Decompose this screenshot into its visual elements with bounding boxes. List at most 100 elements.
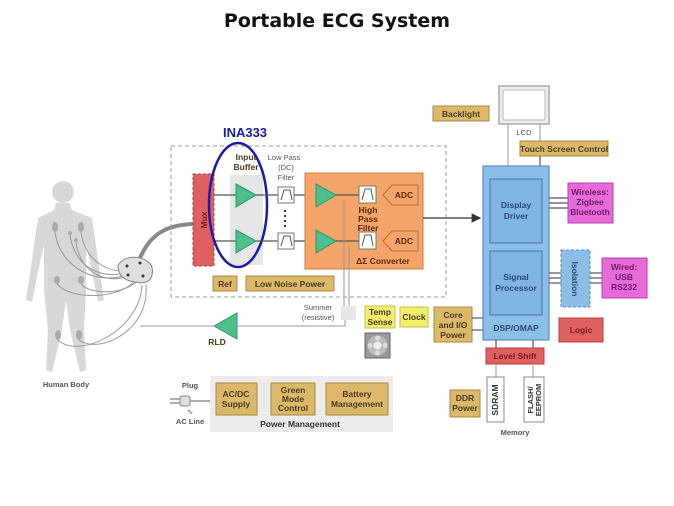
buffer-amp-top <box>235 183 258 208</box>
ref-label: Ref <box>218 279 232 289</box>
wireless-block[interactable] <box>567 182 614 224</box>
ddr-power-label-2: Power <box>452 403 478 413</box>
battery-label-2: Management <box>331 399 383 409</box>
plug-label: Plug <box>182 381 199 390</box>
low-noise-power-block[interactable] <box>245 275 335 292</box>
low-noise-power-label: Low Noise Power <box>255 279 326 289</box>
ac-symbol: ∿ <box>187 407 193 416</box>
page-title: Portable ECG System <box>223 10 451 32</box>
touch-screen-control-block[interactable] <box>519 140 609 157</box>
temp-sense-block[interactable] <box>364 305 396 329</box>
core-io-power-label-1: Core <box>443 310 463 320</box>
mux-label: Mux <box>199 211 209 228</box>
pga-amp-bottom <box>315 229 338 254</box>
temp-sense-label-1: Temp <box>369 307 391 317</box>
adc-bottom-label: ADC <box>395 236 413 246</box>
flash-eeprom-block[interactable] <box>523 376 545 423</box>
level-shift-block[interactable] <box>485 347 545 365</box>
backlight-block[interactable] <box>432 105 490 122</box>
flash-label-2: EEPROM <box>534 384 543 417</box>
clock-label: Clock <box>402 312 425 322</box>
temp-sense-label-2: Sense <box>367 317 392 327</box>
green-mode-label-3: Control <box>278 403 308 413</box>
lpf-label-2: (DC) <box>278 163 294 172</box>
signal-processor-label-2: Processor <box>495 283 537 293</box>
adc-top-label: ADC <box>395 190 413 200</box>
hpf-label-2: Pass <box>358 214 378 224</box>
green-mode-label-2: Mode <box>282 394 304 404</box>
logic-block[interactable] <box>558 317 604 343</box>
lpf-top <box>277 186 295 204</box>
level-shift-label: Level Shift <box>494 351 537 361</box>
green-mode-label-1: Green <box>281 385 306 395</box>
ina333-label: INA333 <box>223 125 267 140</box>
core-io-power-label-3: Power <box>440 330 466 340</box>
summer-label-1: Summer <box>304 303 333 312</box>
green-mode-control-block[interactable] <box>270 382 316 416</box>
backlight-label: Backlight <box>442 109 480 119</box>
signal-processor-label-1: Signal <box>503 272 529 282</box>
sdram-block[interactable] <box>486 376 505 423</box>
hpf-bottom <box>358 231 377 250</box>
electrode-hub <box>117 256 153 284</box>
wireless-label-3: Bluetooth <box>570 207 610 217</box>
logic-label: Logic <box>570 325 593 335</box>
isolation-block[interactable] <box>560 249 591 308</box>
display-driver-label-2: Driver <box>504 211 529 221</box>
hub-cable <box>138 222 194 259</box>
lcd-label: LCD <box>516 128 532 137</box>
lpf-label-3: Filter <box>278 173 295 182</box>
lpf-label-1: Low Pass <box>268 153 301 162</box>
isolation-label: Isolation <box>570 262 580 297</box>
wired-block[interactable] <box>601 257 648 299</box>
wireless-label-2: Zigbee <box>576 197 604 207</box>
ellipsis-dots <box>284 210 286 227</box>
adc-top <box>382 184 419 206</box>
wired-label-2: USB <box>615 272 633 282</box>
signal-processor-block[interactable] <box>489 250 543 316</box>
battery-label-1: Battery <box>342 389 372 399</box>
summer-label-2: (resistive) <box>302 313 335 322</box>
buffer-amp-bottom <box>235 229 258 254</box>
clock-block[interactable] <box>399 306 429 328</box>
ref-block[interactable] <box>212 275 238 292</box>
ac-dc-label-2: Supply <box>222 399 251 409</box>
lpf-bottom <box>277 232 295 250</box>
ac-dc-supply-block[interactable] <box>215 382 258 416</box>
ddr-power-block[interactable] <box>449 389 481 418</box>
hpf-label-3: Filter <box>358 223 379 233</box>
plug-icon <box>170 395 210 407</box>
rld-label: RLD <box>208 337 225 347</box>
ac-line-label: AC Line <box>176 417 204 426</box>
dsp-omap-label: DSP/OMAP <box>493 323 539 333</box>
wired-label-3: RS232 <box>611 282 637 292</box>
input-buffer-label-2: Buffer <box>233 162 259 172</box>
display-driver-block[interactable] <box>489 178 543 244</box>
pga-amp-top <box>315 183 338 208</box>
ddr-power-label-1: DDR <box>456 393 474 403</box>
rld-amp <box>212 312 238 340</box>
analog-front-end-box <box>170 145 447 298</box>
memory-label: Memory <box>501 428 531 437</box>
converter-label: ΔΣ Converter <box>356 256 410 266</box>
fan-icon <box>364 332 391 359</box>
summer-block <box>341 306 356 320</box>
core-io-power-label-2: and I/O <box>439 320 468 330</box>
input-buffer-label-1: Input <box>236 152 257 162</box>
wired-label-1: Wired: <box>611 262 638 272</box>
core-io-power-block[interactable] <box>433 306 473 343</box>
power-management-label: Power Management <box>260 419 340 429</box>
hpf-label-1: High <box>359 205 378 215</box>
display-driver-label-1: Display <box>501 200 532 210</box>
hpf-top <box>358 185 377 204</box>
wireless-label-1: Wireless: <box>571 187 609 197</box>
ac-dc-label-1: AC/DC <box>223 389 250 399</box>
human-body-label: Human Body <box>43 380 90 389</box>
sdram-label: SDRAM <box>490 384 500 415</box>
touch-screen-control-label: Touch Screen Control <box>520 144 608 154</box>
adc-bottom <box>382 230 419 252</box>
flash-label-1: FLASH/ <box>526 386 535 414</box>
ina333-highlight <box>207 141 269 269</box>
battery-management-block[interactable] <box>325 382 389 416</box>
